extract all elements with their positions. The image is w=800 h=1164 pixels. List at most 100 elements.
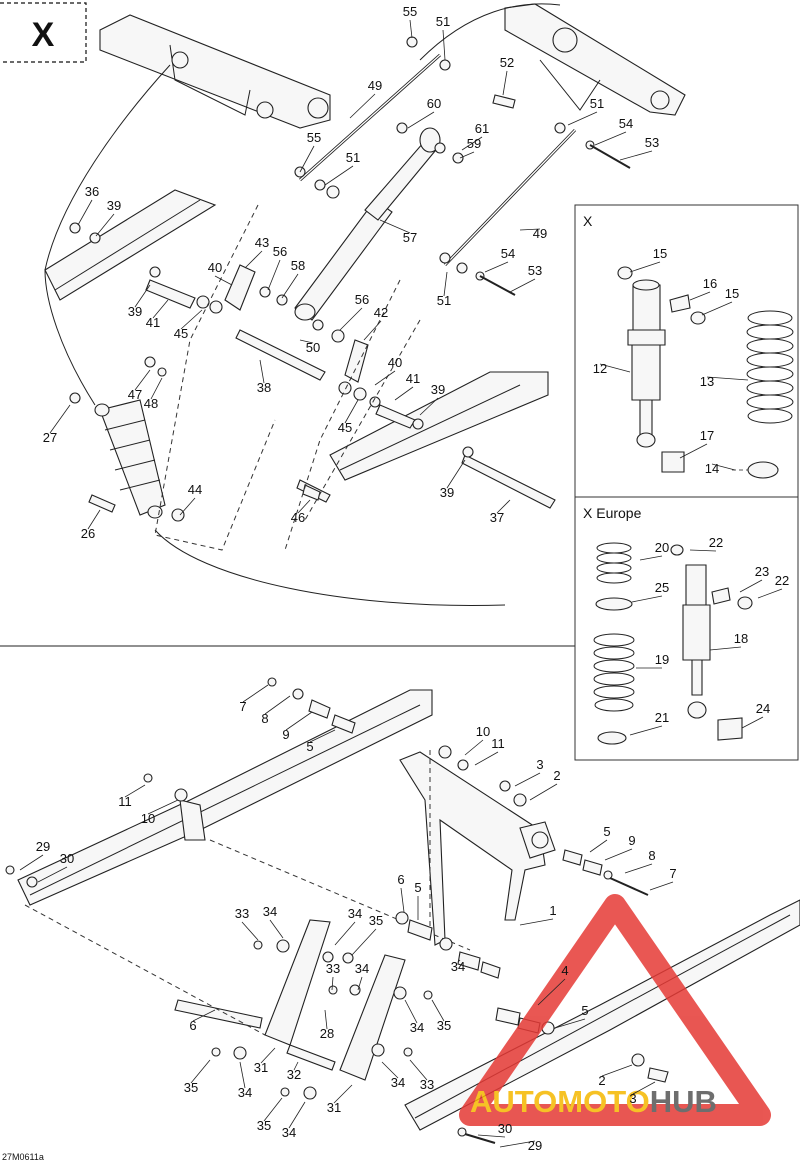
callout-leader (379, 219, 411, 234)
part-callout-32: 32 (287, 1067, 301, 1082)
part-callout-6: 6 (397, 872, 404, 887)
callout-leader (95, 213, 115, 237)
callout-leader (124, 784, 146, 798)
part-callout-60: 60 (427, 96, 441, 111)
callout-leader (601, 1064, 633, 1077)
part-callout-51: 51 (437, 293, 451, 308)
part-callout-14: 14 (705, 461, 719, 476)
callout-leader (519, 918, 554, 926)
callout-leader (134, 284, 151, 308)
part-callout-27: 27 (43, 430, 57, 445)
callout-leader (619, 150, 653, 161)
part-callout-5: 5 (306, 739, 313, 754)
callout-leader (180, 309, 203, 330)
part-callout-2: 2 (553, 768, 560, 783)
callout-leader (502, 70, 508, 96)
part-callout-8: 8 (648, 848, 655, 863)
callout-leader (567, 111, 598, 126)
callout-leader (264, 695, 291, 715)
part-callout-39: 39 (431, 382, 445, 397)
part-callout-22: 22 (709, 535, 723, 550)
callout-leader (679, 443, 708, 459)
callout-leader (409, 1059, 428, 1081)
part-callout-41: 41 (146, 315, 160, 330)
callout-leader (297, 499, 311, 514)
callout-leader (239, 1061, 246, 1089)
callout-leader (706, 376, 749, 381)
watermark-brand-b: HUB (650, 1084, 717, 1119)
part-callout-35: 35 (369, 913, 383, 928)
part-callout-28: 28 (320, 1026, 334, 1041)
part-callout-5: 5 (414, 880, 421, 895)
callout-leader (631, 595, 663, 603)
callout-leader (537, 978, 566, 1006)
callout-leader (363, 320, 382, 341)
part-callout-45: 45 (174, 326, 188, 341)
callout-leader (331, 976, 334, 991)
callout-leader (446, 459, 466, 489)
callout-leader (299, 145, 315, 173)
callout-leader (689, 549, 717, 552)
callout-leader (594, 131, 627, 146)
callout-leader (689, 291, 711, 301)
callout-leader (87, 509, 101, 530)
part-callout-55: 55 (307, 130, 321, 145)
part-callout-56: 56 (273, 244, 287, 259)
part-callout-37: 37 (490, 510, 504, 525)
part-callout-59: 59 (467, 136, 481, 151)
callout-leader (599, 363, 631, 373)
part-callout-34: 34 (451, 959, 465, 974)
part-callout-19: 19 (655, 652, 669, 667)
part-callout-54: 54 (619, 116, 633, 131)
part-callout-35: 35 (184, 1080, 198, 1095)
callout-leader (639, 555, 663, 561)
part-callout-40: 40 (388, 355, 402, 370)
callout-leader (459, 151, 475, 159)
part-callout-36: 36 (85, 184, 99, 199)
callout-leader (19, 854, 44, 871)
callout-leader (242, 684, 269, 703)
part-callout-33: 33 (420, 1077, 434, 1092)
part-callout-31: 31 (254, 1060, 268, 1075)
part-callout-10: 10 (476, 724, 490, 739)
part-callout-34: 34 (238, 1085, 252, 1100)
watermark-triangle-icon (459, 894, 771, 1126)
callout-leader (477, 1134, 506, 1138)
callout-leader (499, 1140, 536, 1148)
part-callout-41: 41 (406, 371, 420, 386)
part-callout-50: 50 (306, 340, 320, 355)
part-callout-38: 38 (257, 380, 271, 395)
part-callout-20: 20 (655, 540, 669, 555)
part-callout-18: 18 (734, 631, 748, 646)
callout-leader (293, 1061, 299, 1071)
part-callout-12: 12 (593, 361, 607, 376)
inset-x-europe-title: X Europe (583, 505, 642, 521)
callout-leader (407, 111, 435, 129)
part-callout-8: 8 (261, 711, 268, 726)
callout-leader (400, 887, 405, 913)
callout-leader (309, 729, 336, 743)
part-callout-9: 9 (628, 833, 635, 848)
callout-leader (334, 921, 356, 946)
part-callout-45: 45 (338, 420, 352, 435)
callout-leader (351, 928, 377, 956)
part-callout-34: 34 (263, 904, 277, 919)
part-callout-55: 55 (403, 4, 417, 19)
part-callout-57: 57 (403, 230, 417, 245)
part-callout-39: 39 (107, 198, 121, 213)
callout-leader (285, 711, 313, 731)
part-callout-54: 54 (501, 246, 515, 261)
callout-leader (260, 1047, 276, 1064)
callout-leader (49, 404, 71, 434)
part-callout-40: 40 (208, 260, 222, 275)
part-callout-21: 21 (655, 710, 669, 725)
part-callout-23: 23 (755, 564, 769, 579)
callout-leader (464, 739, 484, 756)
callout-leader (241, 921, 259, 941)
part-callout-29: 29 (528, 1138, 542, 1153)
callout-leader (419, 397, 439, 416)
part-callout-1: 1 (549, 903, 556, 918)
callout-leader (457, 959, 461, 963)
callout-leader (344, 399, 359, 424)
part-callout-51: 51 (436, 14, 450, 29)
